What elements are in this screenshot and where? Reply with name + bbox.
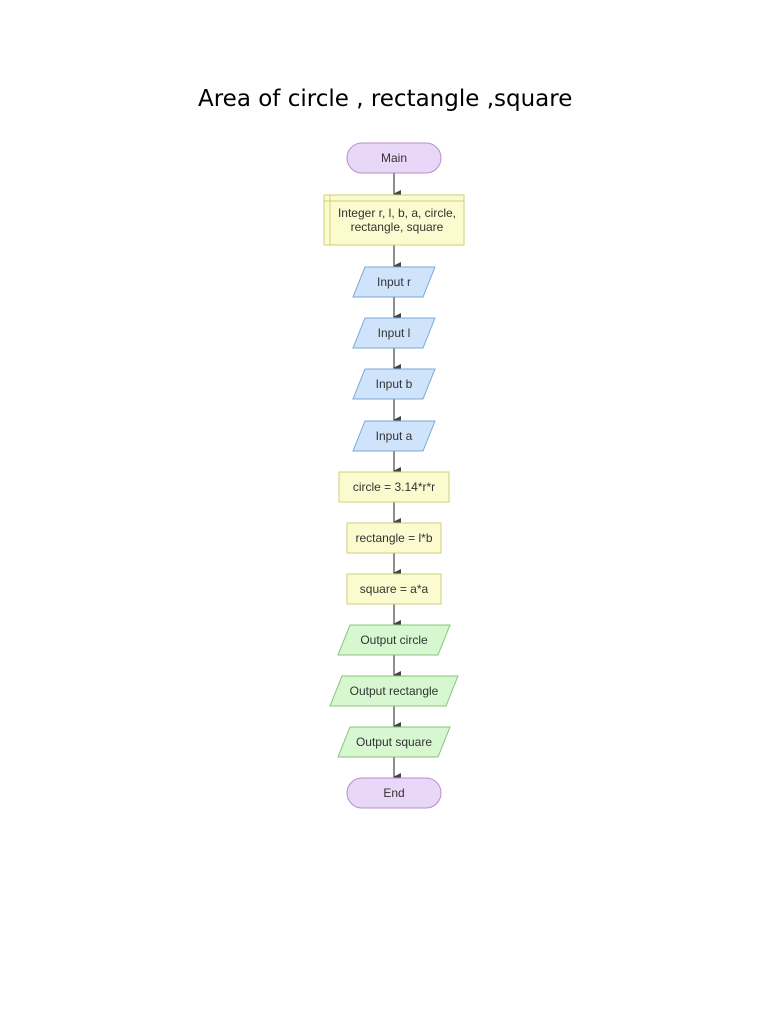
node-label: Input b bbox=[376, 377, 413, 391]
input-shape bbox=[352, 420, 436, 452]
node-label: End bbox=[383, 786, 404, 800]
node-label: Main bbox=[381, 151, 407, 165]
node-label: Output circle bbox=[360, 633, 428, 647]
node-output-rectangle: Output rectangle bbox=[329, 675, 459, 707]
node-input-r: Input r bbox=[352, 266, 436, 298]
node-input-l: Input l bbox=[352, 317, 436, 349]
node-output-circle: Output circle bbox=[337, 624, 451, 656]
node-assign-rectangle: rectangle = l*b bbox=[346, 522, 442, 554]
node-input-a: Input a bbox=[352, 420, 436, 452]
node-label: rectangle, square bbox=[351, 220, 444, 234]
terminal-shape bbox=[346, 777, 442, 809]
terminal-shape bbox=[346, 142, 442, 174]
assign-shape bbox=[338, 471, 450, 503]
assign-shape bbox=[346, 522, 442, 554]
node-assign-circle: circle = 3.14*r*r bbox=[338, 471, 450, 503]
node-label: square = a*a bbox=[360, 582, 429, 596]
node-label: Output square bbox=[356, 735, 432, 749]
node-label: Input l bbox=[378, 326, 411, 340]
output-shape bbox=[337, 624, 451, 656]
node-declare: Integer r, l, b, a, circle,rectangle, sq… bbox=[323, 194, 465, 246]
output-shape bbox=[329, 675, 459, 707]
node-main: Main bbox=[346, 142, 442, 174]
declare-shape bbox=[323, 194, 465, 246]
node-label: Input r bbox=[377, 275, 411, 289]
node-label: Integer r, l, b, a, circle, bbox=[338, 206, 456, 220]
node-label: Output rectangle bbox=[350, 684, 439, 698]
input-shape bbox=[352, 368, 436, 400]
node-end: End bbox=[346, 777, 442, 809]
node-output-square: Output square bbox=[337, 726, 451, 758]
node-input-b: Input b bbox=[352, 368, 436, 400]
input-shape bbox=[352, 266, 436, 298]
input-shape bbox=[352, 317, 436, 349]
node-assign-square: square = a*a bbox=[346, 573, 442, 605]
node-label: Input a bbox=[376, 429, 413, 443]
output-shape bbox=[337, 726, 451, 758]
node-label: circle = 3.14*r*r bbox=[353, 480, 435, 494]
node-label: rectangle = l*b bbox=[355, 531, 432, 545]
page-title: Area of circle , rectangle ,square bbox=[198, 86, 573, 112]
assign-shape bbox=[346, 573, 442, 605]
